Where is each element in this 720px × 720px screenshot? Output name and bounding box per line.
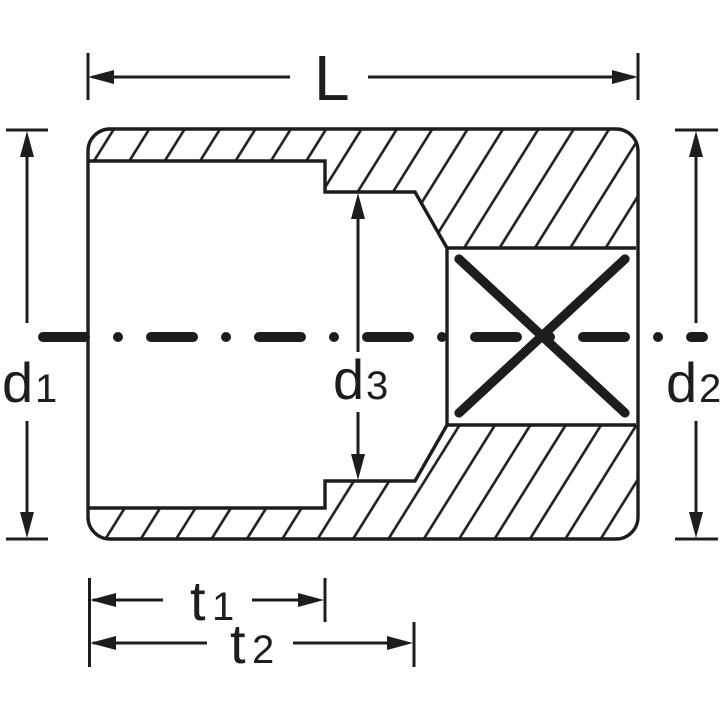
dim-d2-extension-ticks xyxy=(675,128,718,541)
dim-d1-label: d 1 xyxy=(2,351,57,414)
dim-t2-arrow-right xyxy=(387,636,413,650)
socket-body xyxy=(38,127,708,541)
dim-d1-arrow-up xyxy=(20,131,34,157)
square-drive-cross xyxy=(454,254,630,418)
hatch-top-wall xyxy=(88,129,638,248)
dimension-d3: d 3 xyxy=(333,193,388,480)
dim-d2-arrow-up xyxy=(689,131,703,157)
dim-t1-label: t 1 xyxy=(190,569,234,632)
dim-L-label: L xyxy=(314,42,350,114)
dim-t2-arrow-left xyxy=(90,636,116,650)
dim-d3-arrow-up xyxy=(351,193,365,219)
dimension-d2: d 2 xyxy=(666,128,720,541)
dim-d3-arrow-down xyxy=(351,454,365,480)
dimension-t1: t 1 xyxy=(88,569,327,667)
dim-t2-label: t 2 xyxy=(230,612,274,675)
dim-L-arrow-left xyxy=(88,70,114,84)
dim-d2-arrow-down xyxy=(689,512,703,538)
dimension-d1: d 1 xyxy=(2,128,57,541)
dimension-t2: t 2 xyxy=(90,612,416,675)
dim-L-arrow-right xyxy=(612,70,638,84)
dim-t1-arrow-left xyxy=(90,593,116,607)
dim-d2-label: d 2 xyxy=(666,351,720,414)
dim-L-extension-ticks xyxy=(86,53,640,100)
dim-t1-arrow-right xyxy=(298,593,324,607)
dim-d1-extension-ticks xyxy=(6,128,48,541)
dim-d3-label: d 3 xyxy=(333,348,388,411)
dim-d1-arrow-down xyxy=(20,512,34,538)
socket-inner-contour xyxy=(88,159,636,510)
dimension-L: L xyxy=(86,42,640,114)
